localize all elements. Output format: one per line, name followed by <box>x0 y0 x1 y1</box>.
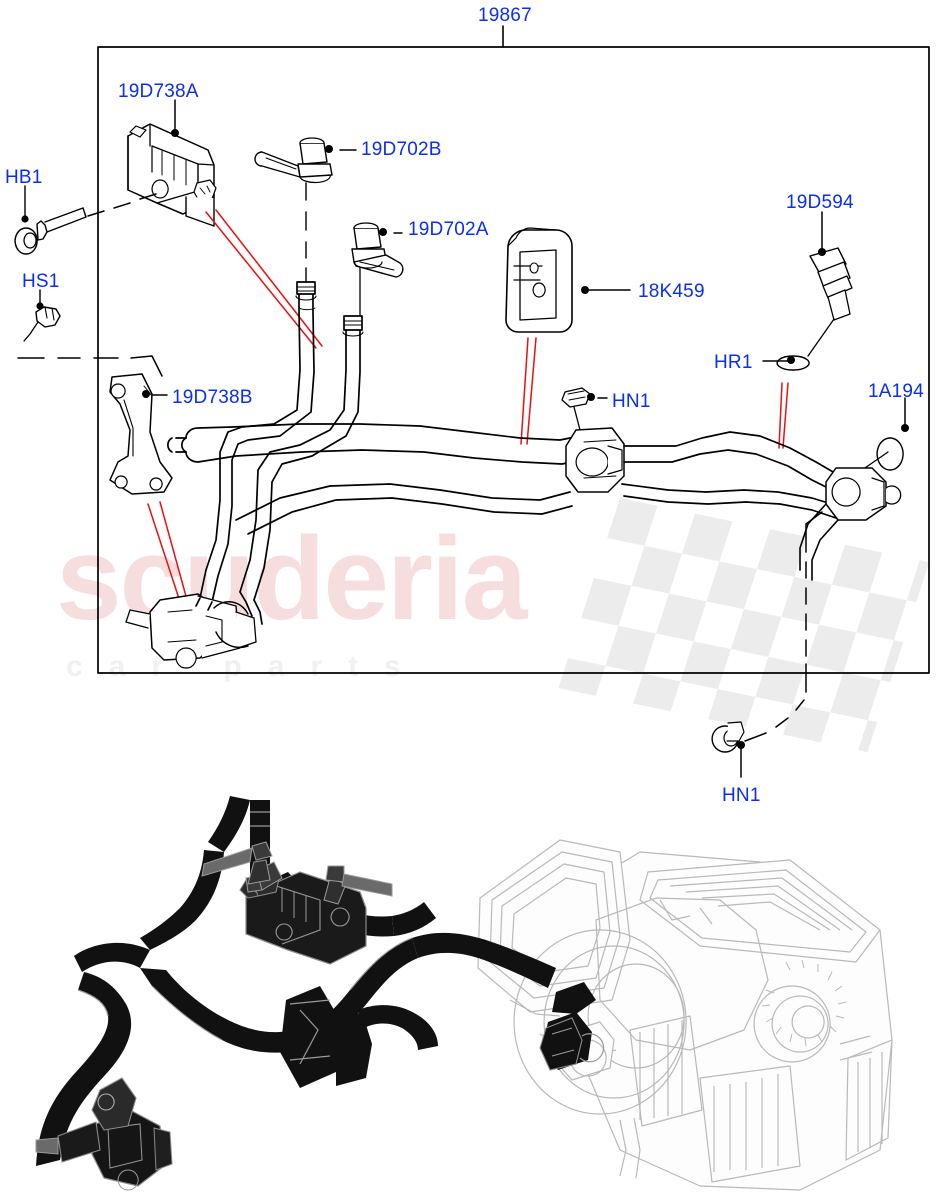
valve-block-photo <box>35 1077 173 1191</box>
callout-label-HN1-lower: HN1 <box>722 785 761 806</box>
part-HS1-screw <box>23 306 61 342</box>
callout-label-19867: 19867 <box>478 5 532 26</box>
assembly-boundary-box <box>97 46 930 674</box>
hose-assembly <box>125 281 902 669</box>
assembly-dash-right-top <box>805 511 823 537</box>
part-19D702A-coupling <box>351 222 404 278</box>
leader-dot-HN1-lower <box>737 741 745 749</box>
assembly-dash-HB1 <box>87 193 157 217</box>
leader-dot-HB1 <box>21 215 29 223</box>
actuator-block-photo <box>201 841 393 965</box>
highlight-HR1 <box>778 382 789 449</box>
assembly-dash-HN1-lower <box>744 672 807 742</box>
part-18K459-reservoir <box>505 227 573 333</box>
assembly-dash-HS1 <box>17 355 163 377</box>
leader-dot-19D594 <box>818 248 826 256</box>
part-HN1-nut-upper <box>561 387 591 431</box>
hose-end-connector-photo <box>539 1017 605 1071</box>
callout-label-18K459: 18K459 <box>638 281 705 302</box>
highlight-19D738A <box>205 209 323 349</box>
callout-label-19D738B: 19D738B <box>172 387 253 408</box>
callout-label-HS1: HS1 <box>22 271 60 292</box>
leader-dot-HS1 <box>36 302 44 310</box>
callout-label-19D594: 19D594 <box>786 192 854 213</box>
part-19D738A-actuator <box>127 123 217 227</box>
hose-assembly-photo-details <box>77 811 413 1065</box>
leader-dot-19D702B <box>325 145 333 153</box>
part-HN1-nut-lower <box>711 721 745 753</box>
callout-label-19D702A: 19D702A <box>408 219 489 240</box>
callout-label-19D738A: 19D738A <box>118 81 199 102</box>
callout-label-19D702B: 19D702B <box>361 139 442 160</box>
callout-label-1A194: 1A194 <box>868 381 924 402</box>
highlight-18K459 <box>520 337 537 445</box>
leader-dot-HR1 <box>787 356 795 364</box>
leader-dot-19D738B <box>142 390 150 398</box>
leader-dot-18K459 <box>581 286 589 294</box>
callout-label-HR1: HR1 <box>714 352 753 373</box>
hvac-unit-illustration <box>477 839 893 1191</box>
part-1A194-clip <box>861 437 904 471</box>
callout-label-HN1-upper: HN1 <box>612 391 651 412</box>
part-19D702B-coupling <box>254 137 333 184</box>
leader-dot-19D702A <box>379 228 387 236</box>
checkered-flag-icon <box>558 498 930 753</box>
part-HB1-bolt <box>14 207 87 255</box>
callout-label-HB1: HB1 <box>5 167 43 188</box>
leader-dot-19D738A <box>171 129 179 137</box>
leader-dot-1A194 <box>901 424 909 432</box>
part-19D738B-bracket <box>109 373 173 495</box>
leader-dot-HN1-upper <box>587 393 595 401</box>
